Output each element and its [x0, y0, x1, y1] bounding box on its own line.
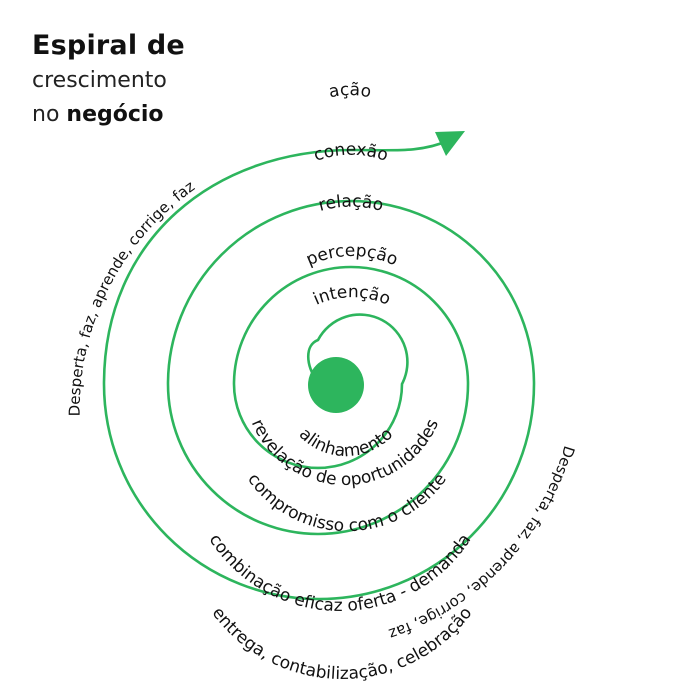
title-line-3-bold: negócio [66, 102, 164, 127]
spiral-line [102, 138, 536, 601]
title-line-2: crescimento [32, 68, 167, 93]
label-alinhamento: alinhamento [295, 424, 397, 461]
label-side-right: Desperta, faz, aprende, corrige, faz [386, 444, 578, 643]
label-intencao: intenção [310, 282, 393, 309]
label-relacao: relação [316, 192, 385, 216]
label-conexao: conexão [311, 140, 390, 166]
title-line-1: Espiral de [32, 30, 185, 61]
title-block: Espiral de crescimento no negócio [32, 28, 185, 132]
center-dot-icon [308, 357, 364, 413]
label-acao: ação [327, 80, 373, 102]
label-side-left: Desperta, faz, aprende, corrige, faz [66, 177, 198, 416]
title-line-3: no negócio [32, 98, 185, 132]
title-line-3-prefix: no [32, 102, 67, 127]
label-combinacao: combinação eficaz oferta - demanda [205, 530, 475, 616]
arrow-head-icon [435, 131, 465, 156]
